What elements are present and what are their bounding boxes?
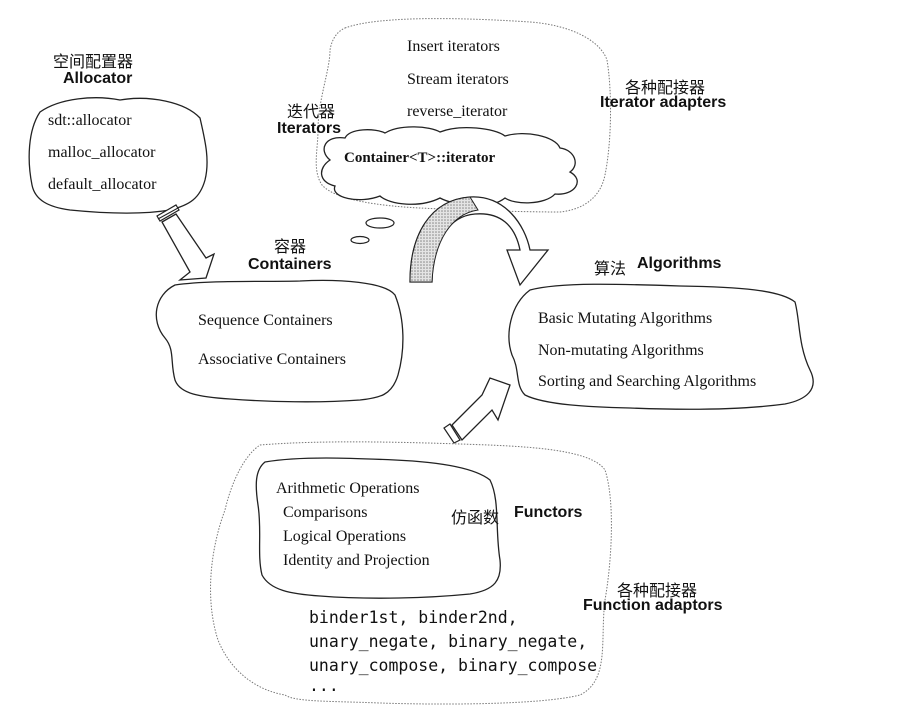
function-adaptor-item: unary_negate, binary_negate, <box>309 632 588 651</box>
functor-item: Arithmetic Operations <box>276 480 420 497</box>
algorithms-cloud <box>508 283 814 410</box>
allocator-item: sdt::allocator <box>48 112 132 129</box>
iterator-adapters-cloud <box>315 18 612 213</box>
allocator-item: malloc_allocator <box>48 144 156 161</box>
function-adaptor-item: binder1st, binder2nd, <box>309 608 518 627</box>
algorithm-item: Sorting and Searching Algorithms <box>538 373 757 390</box>
algorithms-title-cn: 算法 <box>594 259 627 278</box>
iterators-title-en: Iterators <box>277 120 342 137</box>
functor-item: Logical Operations <box>283 528 407 545</box>
allocator-to-containers-arrow <box>156 204 216 281</box>
allocator-item: default_allocator <box>48 176 157 193</box>
algorithm-item: Non-mutating Algorithms <box>538 342 704 359</box>
container-item: Sequence Containers <box>198 312 333 329</box>
functors-to-algorithms-arrow <box>443 377 511 444</box>
function-adaptors-title-en: Function adaptors <box>583 597 723 614</box>
algorithms-title-en: Algorithms <box>637 255 722 272</box>
iterator-adapter-item: Stream iterators <box>407 71 509 88</box>
functors-cloud <box>255 457 501 599</box>
allocator-title-cn: 空间配置器 <box>53 52 134 71</box>
thought-bubble <box>350 235 370 245</box>
functors-title-cn: 仿函数 <box>451 508 500 527</box>
function-adaptors-cloud <box>210 441 612 705</box>
containers-title-cn: 容器 <box>274 237 307 256</box>
function-adaptors-title-cn: 各种配接器 <box>617 581 698 600</box>
iterator-adapters-title-cn: 各种配接器 <box>625 78 706 97</box>
algorithm-item: Basic Mutating Algorithms <box>538 310 713 327</box>
iterator-adapter-item: Insert iterators <box>407 38 500 55</box>
allocator-cloud <box>28 97 208 214</box>
container-item: Associative Containers <box>198 351 346 368</box>
containers-cloud <box>155 279 404 403</box>
containers-title-en: Containers <box>248 256 332 273</box>
iterators-title-cn: 迭代器 <box>287 102 336 121</box>
iterator-core-cloud <box>320 126 578 207</box>
functor-item: Identity and Projection <box>283 552 430 569</box>
functors-title-en: Functors <box>514 504 583 521</box>
allocator-title-en: Allocator <box>63 70 133 87</box>
functor-item: Comparisons <box>283 504 368 521</box>
iterator-adapters-title-en: Iterator adapters <box>600 94 727 111</box>
thought-bubble <box>365 217 395 229</box>
function-adaptor-ellipsis: ... <box>309 676 339 695</box>
iterator-adapter-item: reverse_iterator <box>407 103 508 120</box>
arrow-shaded-band <box>409 196 479 283</box>
function-adaptor-item: unary_compose, binary_compose <box>309 656 598 675</box>
iterator-core-label: Container<T>::iterator <box>344 150 496 166</box>
